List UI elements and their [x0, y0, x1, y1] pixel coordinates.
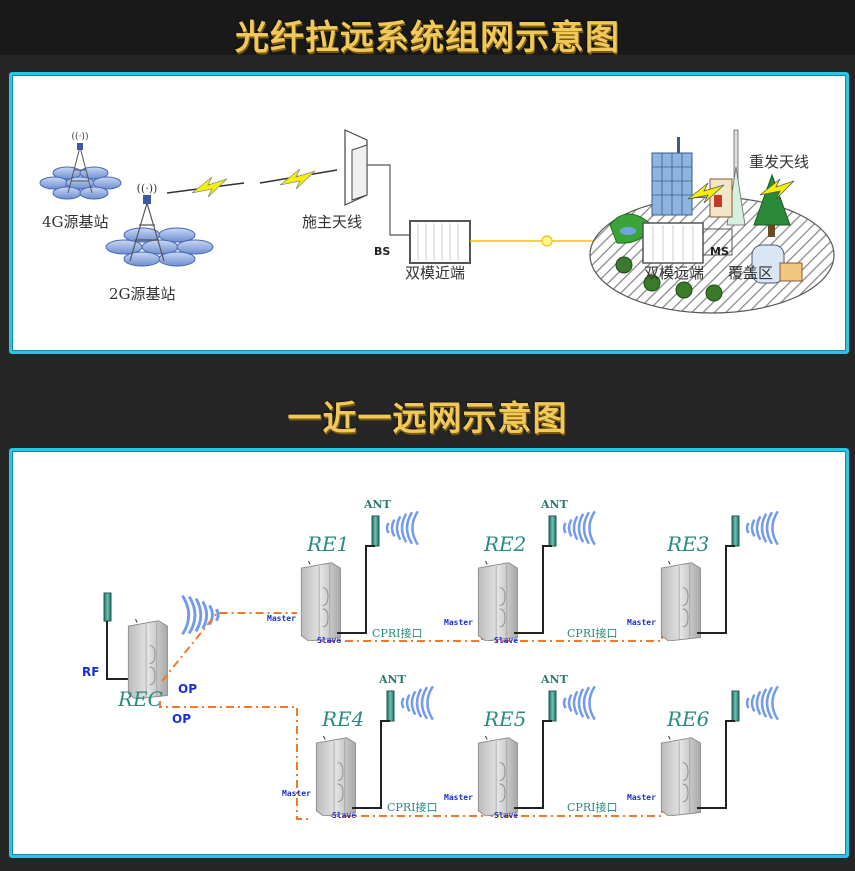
signal-waves-icon [385, 510, 420, 546]
slave-port-label: Slave [494, 636, 518, 645]
cpri-label: CPRI接口 [567, 627, 617, 640]
rf-cable [352, 720, 390, 809]
cpri-label: CPRI接口 [567, 801, 617, 814]
rf-label: RF [82, 665, 99, 679]
far-end-label: 双模远端 [644, 264, 704, 282]
fiber-connector-icon [541, 235, 553, 247]
cpri-label: CPRI接口 [387, 801, 437, 814]
bs2g-icon: ((·)) [105, 182, 214, 267]
rf-cable [514, 545, 552, 634]
section2-title: 一近一远网示意图 [287, 399, 568, 439]
ant-label: ANT [540, 498, 569, 511]
header-band [0, 0, 855, 55]
bs-label: BS [374, 245, 390, 258]
master-port-label: Master [444, 793, 473, 802]
re-label: RE5 [483, 707, 526, 731]
re-unit-icon [477, 736, 518, 816]
rf-cable [697, 545, 735, 634]
antenna-icon [548, 515, 557, 547]
ms-label: MS [710, 245, 729, 258]
bs4g-icon: ((·)) [39, 131, 122, 200]
slave-port-label: Slave [332, 811, 356, 820]
master-port-label: Master [627, 793, 656, 802]
fiber-system-diagram-panel: ((·)) 4G源基站 ((·)) 2G源基站 施 [9, 72, 849, 354]
master-port-label: Master [282, 789, 311, 798]
section1-title: 光纤拉远系统组网示意图 [235, 18, 620, 58]
rec-antenna-icon [103, 592, 220, 680]
op-label-1: OP [178, 682, 197, 696]
signal-waves-icon [400, 685, 435, 721]
coverage-label: 覆盖区 [728, 264, 773, 282]
rf-cable [337, 545, 375, 634]
remote-units: RE1ANTMasterSlaveRE2ANTMasterSlaveRE3Mas… [267, 498, 780, 820]
master-port-label: Master [627, 618, 656, 627]
antenna-icon [548, 690, 557, 722]
one-near-one-far-diagram: RF REC OP OP RE1ANTMasterSlaveRE2ANTMast… [82, 498, 780, 820]
rec-label: REC [117, 687, 163, 711]
re-label: RE2 [483, 532, 526, 556]
re-label: RE1 [306, 532, 349, 556]
signal-waves-icon [562, 685, 597, 721]
antenna-icon [731, 690, 740, 722]
re-label: RE6 [666, 707, 710, 731]
bs2g-label: 2G源基站 [109, 285, 176, 303]
slave-port-label: Slave [494, 811, 518, 820]
antenna-icon [731, 515, 740, 547]
donor-antenna-label: 施主天线 [302, 213, 362, 231]
antenna-icon [386, 690, 395, 722]
rf-cable [514, 720, 552, 809]
re-unit-icon [477, 561, 518, 641]
optical-link-2 [159, 701, 312, 820]
re-label: RE4 [321, 707, 364, 731]
signal-waves-icon [562, 510, 597, 546]
re-unit-icon [315, 736, 356, 816]
master-port-label: Master [444, 618, 473, 627]
near-end-label: 双模近端 [405, 264, 465, 282]
signal-waves-icon [745, 510, 780, 546]
ant-label: ANT [378, 673, 407, 686]
wireless-link-icon [166, 168, 338, 198]
antenna-icon [371, 515, 380, 547]
re-label: RE3 [666, 532, 709, 556]
re-unit-icon [660, 736, 701, 816]
re-unit-icon [300, 561, 341, 641]
ant-label: ANT [540, 673, 569, 686]
op-label-2: OP [172, 712, 191, 726]
slave-port-label: Slave [317, 636, 341, 645]
ant-label: ANT [363, 498, 392, 511]
retransmit-antenna-label: 重发天线 [749, 153, 809, 171]
optical-link-1 [161, 612, 297, 682]
svg-text:((·)): ((·)) [137, 182, 158, 195]
coverage-area-icon [589, 129, 835, 314]
svg-text:((·)): ((·)) [72, 131, 89, 142]
bs4g-label: 4G源基站 [42, 213, 109, 231]
donor-antenna-icon [344, 129, 409, 236]
cpri-label: CPRI接口 [372, 627, 422, 640]
signal-waves-icon [745, 685, 780, 721]
re-unit-icon [660, 561, 701, 641]
fiber-system-diagram: ((·)) 4G源基站 ((·)) 2G源基站 施 [39, 129, 835, 314]
rf-cable [697, 720, 735, 809]
master-port-label: Master [267, 614, 296, 623]
near-end-unit-icon [409, 220, 471, 264]
